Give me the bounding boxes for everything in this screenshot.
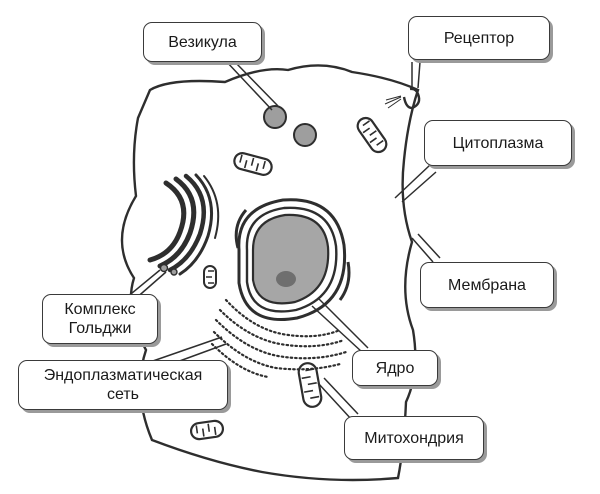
er-label-line2: сеть: [106, 386, 140, 403]
er-label-line1: Эндоплазматическая: [43, 367, 203, 384]
cytoplasm-label-text: Цитоплазма: [452, 134, 544, 152]
endoplasmic-reticulum: [210, 298, 348, 379]
vesicle-label-text: Везикула: [168, 33, 237, 51]
mitochondrion-label: Митохондрия: [344, 416, 484, 460]
mitochondrion: [356, 116, 388, 154]
membrane-label: Мембрана: [420, 262, 554, 308]
nucleus-label-text: Ядро: [375, 359, 415, 377]
golgi-label-line1: Комплекс: [64, 301, 136, 318]
er-label: Эндоплазматическая сеть: [18, 360, 228, 410]
receptor-label: Рецептор: [408, 16, 550, 60]
mitochondrion: [233, 152, 273, 176]
mitochondrion: [203, 265, 217, 289]
golgi-label-line2: Гольджи: [68, 320, 132, 337]
nucleolus: [276, 271, 296, 287]
vesicle: [293, 123, 317, 147]
membrane-label-text: Мембрана: [448, 276, 526, 294]
cytoplasm-label: Цитоплазма: [424, 120, 572, 166]
nucleus-label: Ядро: [352, 350, 438, 386]
receptor-label-text: Рецептор: [443, 29, 515, 47]
nucleus: [234, 198, 351, 321]
vesicle-label: Везикула: [143, 22, 262, 62]
golgi-complex: [147, 173, 220, 276]
mitochondrion: [189, 419, 225, 441]
vesicle: [263, 105, 287, 129]
mitochondrion: [297, 362, 323, 408]
mitochondrion-label-text: Митохондрия: [364, 429, 464, 447]
receptor-icon: [384, 87, 421, 110]
golgi-label: Комплекс Гольджи: [42, 294, 158, 344]
